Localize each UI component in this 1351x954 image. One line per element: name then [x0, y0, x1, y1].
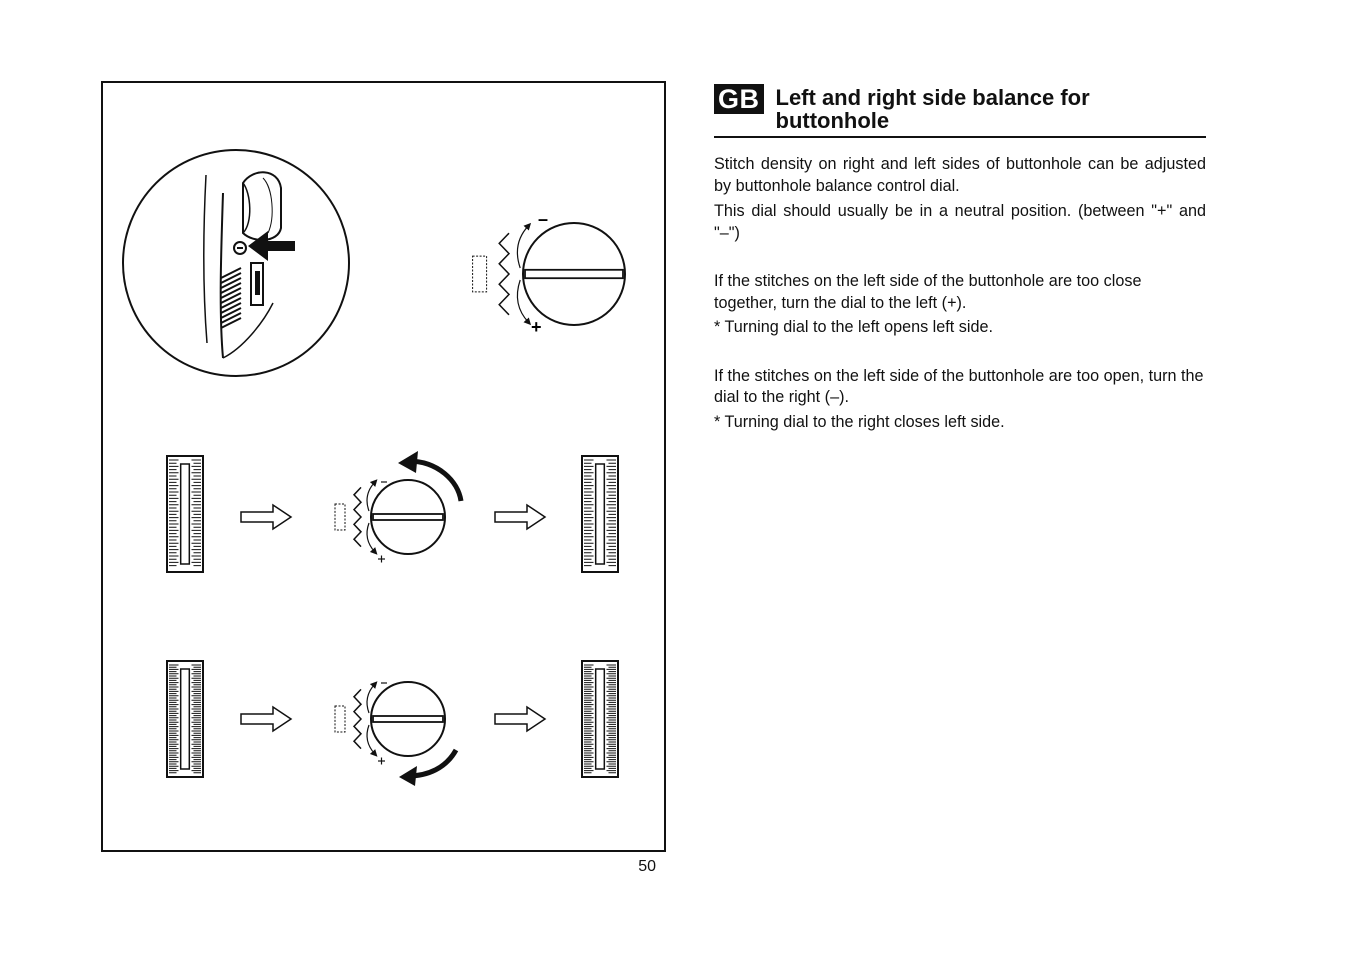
dense-stitch-icon — [334, 503, 346, 531]
paragraph-intro: Stitch density on right and left sides o… — [714, 155, 1206, 195]
paragraph-too-open: If the stitches on the left side of the … — [714, 366, 1204, 407]
arc-arrow-up-icon — [366, 681, 378, 714]
note-closes-left: * Turning dial to the right closes left … — [714, 412, 1005, 431]
dial-slot — [372, 715, 444, 723]
language-badge: GB — [714, 84, 764, 114]
machine-detail-inset — [122, 149, 350, 377]
balance-dial-neutral — [472, 222, 626, 326]
paragraph-too-close: If the stitches on the left side of the … — [714, 272, 1142, 312]
stitch-lines — [169, 459, 201, 567]
right-arrow-icon — [240, 705, 293, 733]
dial-slot — [372, 513, 444, 521]
dense-stitch-icon — [472, 255, 488, 293]
note-opens-left: * Turning dial to the left opens left si… — [714, 318, 993, 336]
illustration-frame: – + — [101, 81, 666, 852]
buttonhole-illustration: – + — [122, 149, 626, 786]
rotate-right-arrowhead-icon — [399, 766, 417, 786]
zigzag-scale-icon — [352, 486, 363, 548]
section-header: GB Left and right side balance for butto… — [714, 84, 1206, 138]
stitch-lines — [584, 459, 616, 567]
pointer-arrow-icon — [248, 231, 295, 261]
buttonhole-slit — [594, 463, 606, 565]
dial-plus-label: + — [531, 317, 542, 337]
dense-stitch-icon — [334, 705, 346, 733]
dial-minus-label: – — [538, 209, 548, 229]
arc-arrow-down-icon — [366, 724, 378, 757]
buttonhole-slit — [179, 463, 191, 565]
arc-arrow-down-icon — [516, 279, 532, 326]
right-arrow-icon — [240, 503, 293, 531]
section-title: Left and right side balance for buttonho… — [775, 85, 1090, 133]
paragraph-neutral: This dial should usually be in a neutral… — [714, 202, 1206, 242]
adjust-close-row — [166, 660, 619, 786]
buttonhole-slit — [594, 668, 606, 770]
buttonhole-slit — [179, 668, 191, 770]
arc-arrow-down-icon — [366, 522, 378, 555]
dial-slot — [524, 268, 624, 280]
arc-arrow-up-icon — [366, 479, 378, 512]
arc-arrow-up-icon — [516, 222, 532, 269]
rotate-left-arrowhead-icon — [398, 451, 418, 473]
stitch-lines — [584, 664, 616, 774]
adjust-open-row — [166, 451, 619, 573]
text-column: GB Left and right side balance for butto… — [714, 84, 1206, 433]
right-arrow-icon — [494, 503, 547, 531]
page-number: 50 — [638, 858, 656, 875]
zigzag-scale-icon — [352, 688, 363, 750]
zigzag-scale-icon — [498, 232, 511, 316]
right-arrow-icon — [494, 705, 547, 733]
stitch-lines — [169, 664, 201, 774]
